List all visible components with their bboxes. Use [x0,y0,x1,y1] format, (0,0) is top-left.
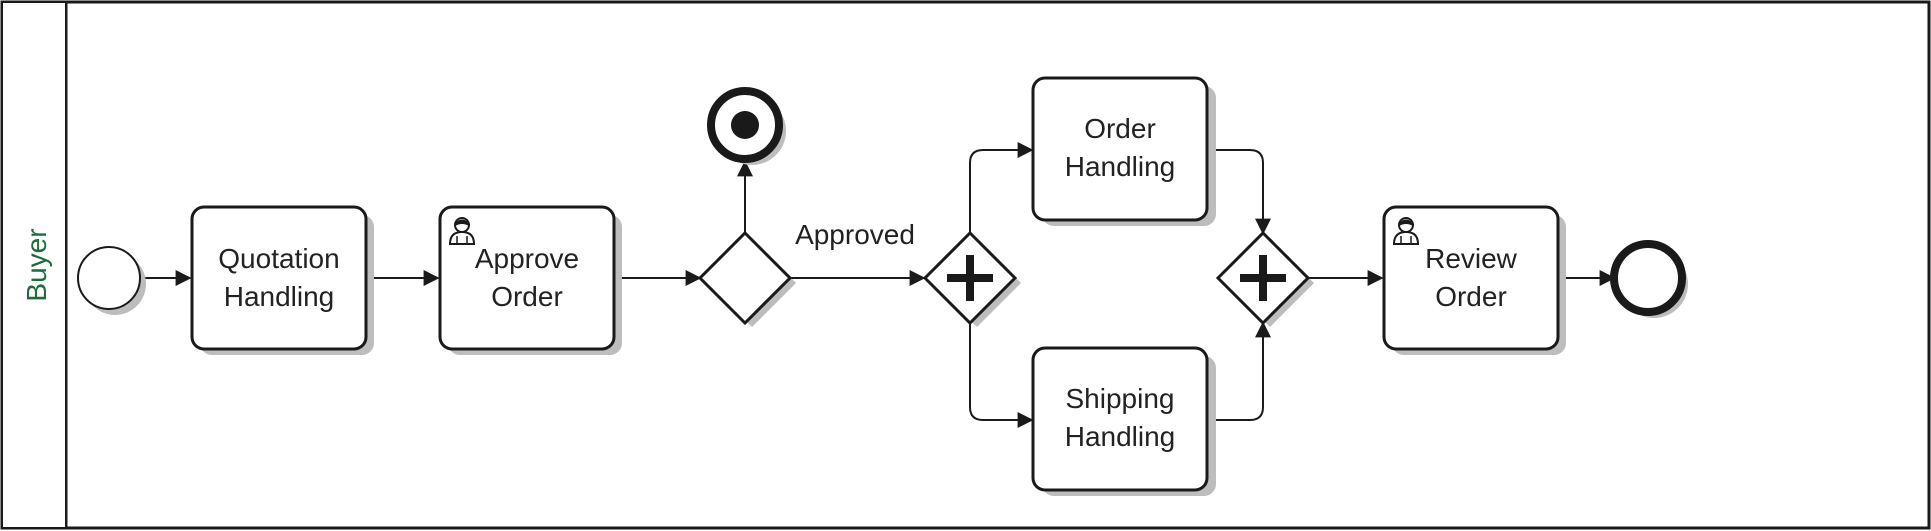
parallel-gateway-split[interactable] [922,230,1021,327]
task-quotation-handling[interactable]: Quotation Handling [190,205,374,355]
task-label-line1: Order [1084,113,1156,144]
flow-shipping-handling-to-join[interactable] [1207,321,1271,421]
flow-split-to-shipping-handling[interactable] [969,323,1034,428]
task-label-line2: Order [1435,281,1507,312]
task-label-line2: Handling [224,281,335,312]
task-order-handling[interactable]: Order Handling [1031,76,1216,226]
task-shipping-handling[interactable]: Shipping Handling [1031,346,1216,496]
flow-split-to-order-handling[interactable] [969,142,1034,233]
flow-order-handling-to-join[interactable] [1207,149,1271,235]
task-review-order[interactable]: Review Order [1382,205,1566,355]
task-label-line2: Order [491,281,563,312]
task-label-line2: Handling [1065,421,1176,452]
sequence-flows [142,142,1616,428]
lane-header[interactable] [3,3,65,527]
task-label-line1: Quotation [218,243,339,274]
lane-label: Buyer [21,228,52,301]
plus-icon [947,255,993,301]
end-event[interactable] [1610,240,1688,318]
task-approve-order[interactable]: Approve Order [438,205,622,355]
parallel-gateway-join[interactable] [1215,230,1314,327]
task-label-line2: Handling [1065,151,1176,182]
task-label-line1: Shipping [1066,383,1175,414]
exclusive-gateway-decision[interactable] [697,230,796,327]
flow-label-approved: Approved [795,219,915,250]
start-event[interactable] [77,246,146,315]
plus-icon [1240,255,1286,301]
task-label-line1: Review [1425,243,1518,274]
task-label-line1: Approve [475,243,579,274]
terminate-dot [731,111,759,139]
terminate-end-event[interactable] [707,87,786,165]
